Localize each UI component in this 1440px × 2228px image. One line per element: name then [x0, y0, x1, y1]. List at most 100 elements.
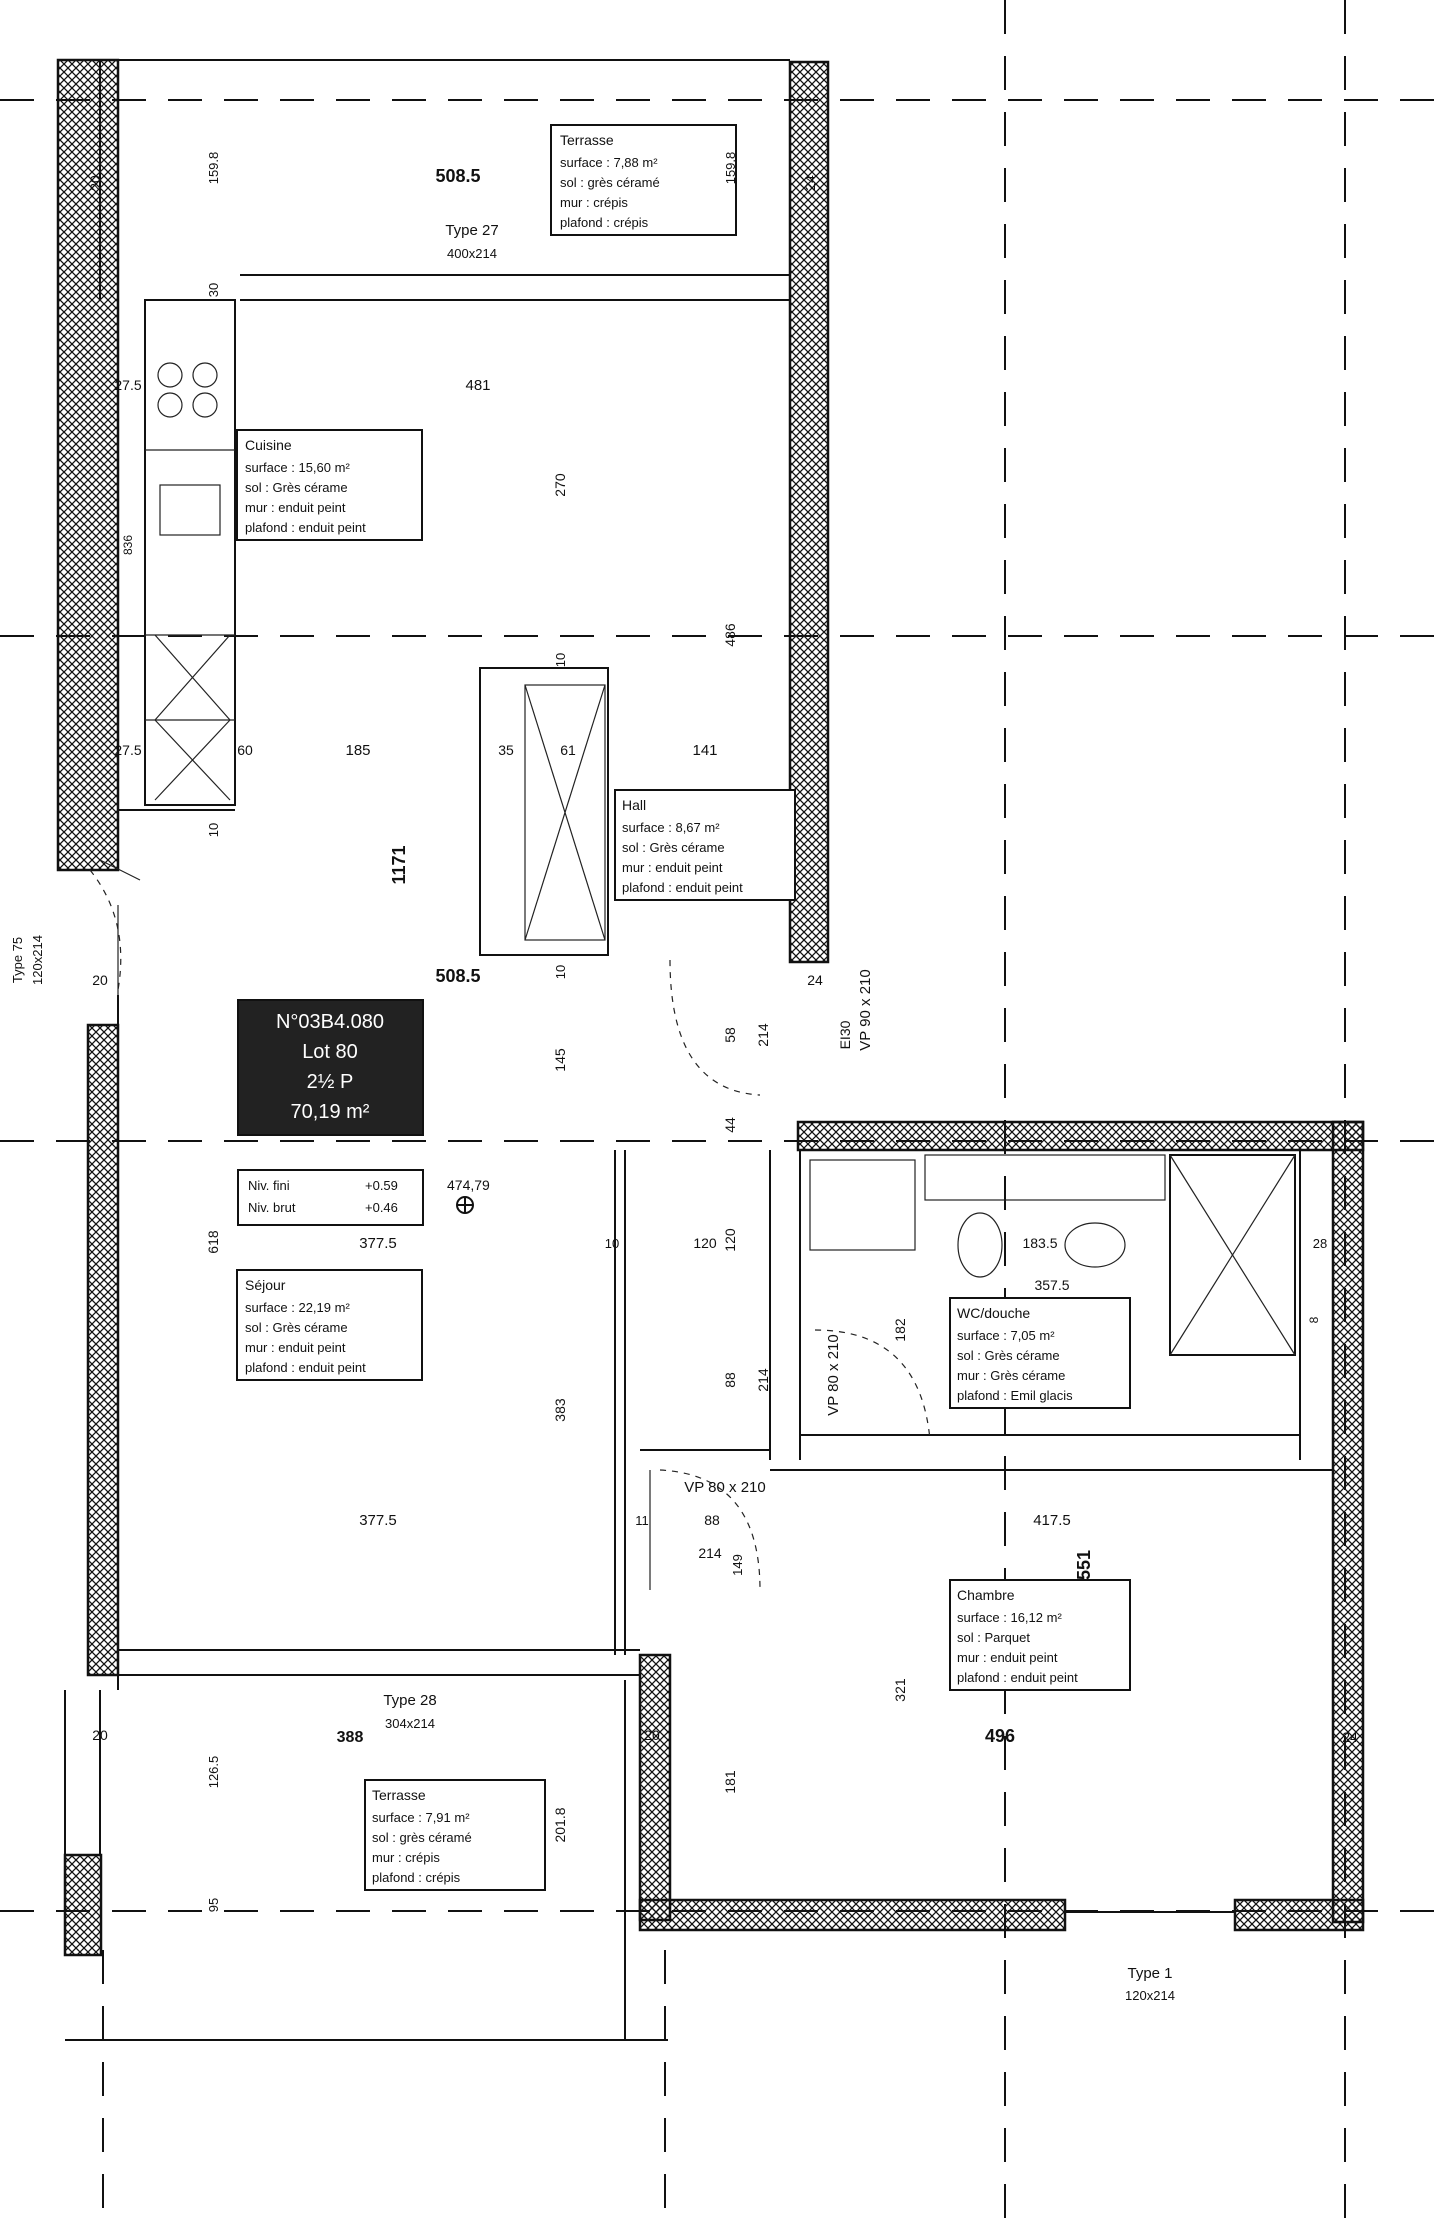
svg-text:61: 61: [560, 742, 576, 758]
svg-text:sol : Grès cérame: sol : Grès cérame: [245, 1320, 348, 1335]
dimension-labels: 508.5 508.5 481 1171 185 141 60 27.5 27.…: [87, 152, 1358, 1913]
svg-text:plafond : crépis: plafond : crépis: [560, 215, 649, 230]
svg-text:27.5: 27.5: [114, 377, 141, 393]
svg-text:417.5: 417.5: [1033, 1512, 1071, 1529]
svg-text:10: 10: [553, 653, 568, 667]
svg-text:Type 28: Type 28: [383, 1692, 436, 1709]
svg-text:182: 182: [892, 1318, 908, 1342]
svg-text:149: 149: [730, 1554, 745, 1576]
room-label-terrasse-top: Terrasse surface : 7,88 m² sol : grès cé…: [550, 124, 737, 236]
svg-text:10: 10: [553, 965, 568, 979]
svg-text:321: 321: [892, 1678, 908, 1702]
svg-text:214: 214: [755, 1368, 771, 1392]
svg-text:183.5: 183.5: [1022, 1235, 1057, 1251]
svg-text:surface : 7,91 m²: surface : 7,91 m²: [372, 1810, 470, 1825]
svg-text:88: 88: [722, 1372, 738, 1388]
svg-text:mur : crépis: mur : crépis: [372, 1850, 440, 1865]
svg-text:11: 11: [635, 1513, 649, 1528]
svg-text:sol : Parquet: sol : Parquet: [957, 1630, 1030, 1645]
spot-level-marker: 474,79: [447, 1177, 490, 1214]
svg-text:Terrasse: Terrasse: [372, 1787, 426, 1803]
svg-text:145: 145: [552, 1048, 568, 1072]
svg-text:plafond : enduit peint: plafond : enduit peint: [245, 520, 366, 535]
svg-text:VP 80 x 210: VP 80 x 210: [684, 1479, 765, 1496]
svg-text:357.5: 357.5: [1034, 1277, 1069, 1293]
svg-text:70,19 m²: 70,19 m²: [291, 1101, 370, 1123]
svg-text:496: 496: [985, 1726, 1015, 1746]
svg-text:20: 20: [92, 1727, 108, 1743]
svg-text:120: 120: [693, 1235, 717, 1251]
svg-text:44: 44: [722, 1117, 738, 1133]
svg-text:60: 60: [237, 742, 253, 758]
svg-text:486: 486: [722, 623, 738, 647]
svg-text:508.5: 508.5: [435, 966, 480, 986]
svg-text:383: 383: [552, 1398, 568, 1422]
svg-text:400x214: 400x214: [447, 246, 497, 261]
svg-text:surface : 7,05 m²: surface : 7,05 m²: [957, 1328, 1055, 1343]
room-label-cuisine: Cuisine surface : 15,60 m² sol : Grès cé…: [236, 429, 423, 541]
room-label-terrasse-bottom: Terrasse surface : 7,91 m² sol : grès cé…: [364, 1779, 546, 1891]
svg-text:surface : 16,12 m²: surface : 16,12 m²: [957, 1610, 1062, 1625]
room-label-chambre: Chambre surface : 16,12 m² sol : Parquet…: [949, 1579, 1131, 1691]
svg-text:141: 141: [692, 742, 717, 759]
svg-text:plafond : enduit peint: plafond : enduit peint: [622, 880, 743, 895]
svg-text:20: 20: [644, 1727, 660, 1743]
svg-text:30: 30: [206, 283, 221, 297]
svg-text:28: 28: [1313, 1236, 1327, 1251]
svg-text:mur : enduit peint: mur : enduit peint: [245, 500, 346, 515]
svg-text:24: 24: [802, 175, 818, 191]
svg-text:270: 270: [552, 473, 568, 497]
svg-text:plafond : crépis: plafond : crépis: [372, 1870, 461, 1885]
svg-text:plafond : enduit peint: plafond : enduit peint: [245, 1360, 366, 1375]
svg-text:95: 95: [206, 1898, 221, 1912]
svg-text:mur : enduit peint: mur : enduit peint: [957, 1650, 1058, 1665]
svg-text:EI30: EI30: [837, 1020, 853, 1049]
svg-text:35: 35: [498, 742, 514, 758]
svg-text:388: 388: [337, 1729, 364, 1746]
svg-text:Séjour: Séjour: [245, 1277, 286, 1293]
svg-text:24: 24: [1342, 1729, 1358, 1745]
svg-text:214: 214: [755, 1023, 771, 1047]
svg-text:159.8: 159.8: [723, 152, 738, 185]
svg-text:120: 120: [722, 1228, 738, 1252]
svg-text:481: 481: [465, 377, 490, 394]
svg-text:Type 75: Type 75: [10, 937, 25, 983]
svg-text:2½ P: 2½ P: [307, 1071, 354, 1093]
svg-text:sol : Grès cérame: sol : Grès cérame: [245, 480, 348, 495]
svg-text:Lot 80: Lot 80: [302, 1041, 358, 1063]
svg-text:474,79: 474,79: [447, 1177, 490, 1193]
svg-text:88: 88: [704, 1512, 720, 1528]
svg-text:1171: 1171: [389, 845, 409, 884]
svg-text:377.5: 377.5: [359, 1235, 397, 1252]
svg-text:+0.46: +0.46: [365, 1200, 398, 1215]
svg-text:plafond : Emil glacis: plafond : Emil glacis: [957, 1388, 1073, 1403]
svg-text:836: 836: [121, 535, 135, 555]
svg-text:Type 27: Type 27: [445, 222, 498, 239]
svg-text:24: 24: [807, 972, 823, 988]
svg-text:8: 8: [1307, 1316, 1321, 1323]
svg-text:Cuisine: Cuisine: [245, 437, 292, 453]
svg-text:sol : grès céramé: sol : grès céramé: [560, 175, 660, 190]
svg-text:surface : 7,88 m²: surface : 7,88 m²: [560, 155, 658, 170]
svg-text:27.5: 27.5: [114, 742, 141, 758]
svg-text:VP 90 x 210: VP 90 x 210: [857, 969, 874, 1050]
svg-text:201.8: 201.8: [552, 1807, 568, 1842]
svg-text:mur : Grès cérame: mur : Grès cérame: [957, 1368, 1065, 1383]
svg-text:Hall: Hall: [622, 797, 646, 813]
unit-badge: N°03B4.080 Lot 80 2½ P 70,19 m²: [237, 999, 424, 1136]
svg-text:surface : 8,67 m²: surface : 8,67 m²: [622, 820, 720, 835]
svg-text:mur : enduit peint: mur : enduit peint: [622, 860, 723, 875]
svg-text:sol : Grès cérame: sol : Grès cérame: [957, 1348, 1060, 1363]
svg-text:mur : crépis: mur : crépis: [560, 195, 628, 210]
svg-text:126.5: 126.5: [206, 1756, 221, 1789]
svg-text:10: 10: [605, 1236, 619, 1251]
svg-text:159.8: 159.8: [206, 152, 221, 185]
svg-text:120x214: 120x214: [30, 935, 45, 985]
svg-text:20: 20: [87, 175, 103, 191]
svg-text:Type 1: Type 1: [1127, 1965, 1172, 1982]
svg-text:sol : Grès cérame: sol : Grès cérame: [622, 840, 725, 855]
svg-text:+0.59: +0.59: [365, 1178, 398, 1193]
svg-text:508.5: 508.5: [435, 166, 480, 186]
